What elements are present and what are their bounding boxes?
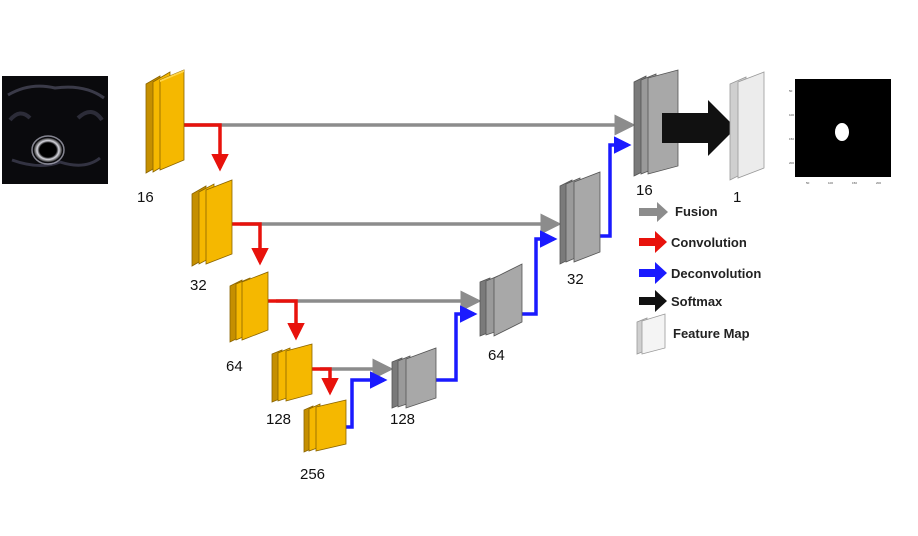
legend-item-softmax: Softmax (639, 290, 723, 312)
fusion-connections (184, 114, 636, 380)
decoder-blocks (391, 69, 679, 409)
legend-label-feature-map: Feature Map (673, 326, 750, 341)
svg-text:200: 200 (876, 181, 881, 185)
softmax-legend-icon (639, 290, 667, 312)
decoder-block-32 (559, 171, 601, 265)
encoder-block-3 (229, 271, 269, 343)
deconv-arrow-4 (597, 136, 632, 238)
conv-arrow-1 (174, 123, 229, 172)
legend-item-feature-map: Feature Map (636, 313, 750, 355)
convolution-legend-icon (639, 231, 667, 253)
encoder-blocks (145, 69, 347, 453)
legend-item-fusion: Fusion (639, 202, 718, 222)
legend-label-convolution: Convolution (671, 235, 747, 250)
decoder-block-64 (479, 263, 523, 337)
conv-arrow-4 (310, 367, 339, 396)
legend-label-deconvolution: Deconvolution (671, 266, 761, 281)
encoder-block-1 (145, 69, 185, 174)
svg-text:100: 100 (828, 181, 833, 185)
svg-text:200: 200 (789, 161, 794, 165)
decoder-label-16: 16 (636, 182, 653, 199)
encoder-block-2 (191, 179, 233, 267)
fusion-legend-icon (639, 202, 668, 222)
encoder-label-4: 128 (266, 411, 291, 428)
output-label: 1 (733, 189, 741, 206)
svg-text:150: 150 (852, 181, 857, 185)
encoder-label-3: 64 (226, 358, 243, 375)
legend-item-deconvolution: Deconvolution (639, 262, 761, 284)
decoder-label-128: 128 (390, 411, 415, 428)
legend-item-convolution: Convolution (639, 231, 747, 253)
decoder-label-64: 64 (488, 347, 505, 364)
feature-map-legend-icon (641, 313, 666, 355)
svg-text:50: 50 (806, 181, 810, 185)
conv-arrow-3 (258, 299, 305, 341)
output-segmentation: 50 100 150 200 50 100 150 200 (789, 79, 891, 185)
encoder-block-4 (271, 343, 313, 403)
decoder-block-128 (391, 347, 437, 409)
convolution-connections (174, 123, 339, 396)
legend-label-fusion: Fusion (675, 204, 718, 219)
encoder-label-1: 16 (137, 189, 154, 206)
encoder-label-5: 256 (300, 466, 325, 483)
legend-label-softmax: Softmax (671, 294, 723, 309)
deconvolution-legend-icon (639, 262, 667, 284)
deconv-arrow-2 (420, 305, 478, 382)
deconv-arrow-3 (510, 230, 558, 316)
decoder-label-32: 32 (567, 271, 584, 288)
encoder-label-2: 32 (190, 277, 207, 294)
svg-text:50: 50 (789, 89, 793, 93)
legend: Fusion Convolution Deconvolution Softmax… (636, 202, 761, 355)
softmax-arrow (662, 100, 736, 156)
svg-text:100: 100 (789, 113, 794, 117)
conv-arrow-2 (232, 222, 269, 266)
input-image (2, 76, 108, 189)
svg-text:150: 150 (789, 137, 794, 141)
output-feature-map (729, 71, 765, 181)
encoder-block-5 (303, 399, 347, 453)
